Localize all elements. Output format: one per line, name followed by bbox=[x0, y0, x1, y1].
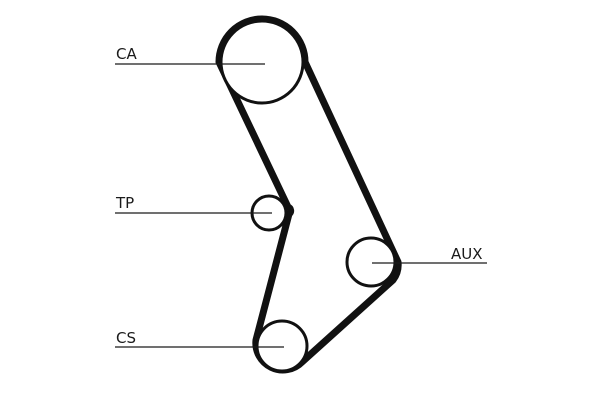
crankshaft-pulley bbox=[255, 319, 309, 373]
cs-label: CS bbox=[116, 329, 136, 347]
tp-label: TP bbox=[115, 194, 134, 212]
auxiliary-pulley bbox=[345, 236, 397, 288]
aux-label: AUX bbox=[451, 245, 483, 263]
timing-belt bbox=[215, 15, 402, 374]
ca-label: CA bbox=[116, 45, 137, 63]
camshaft-pulley bbox=[219, 19, 305, 105]
